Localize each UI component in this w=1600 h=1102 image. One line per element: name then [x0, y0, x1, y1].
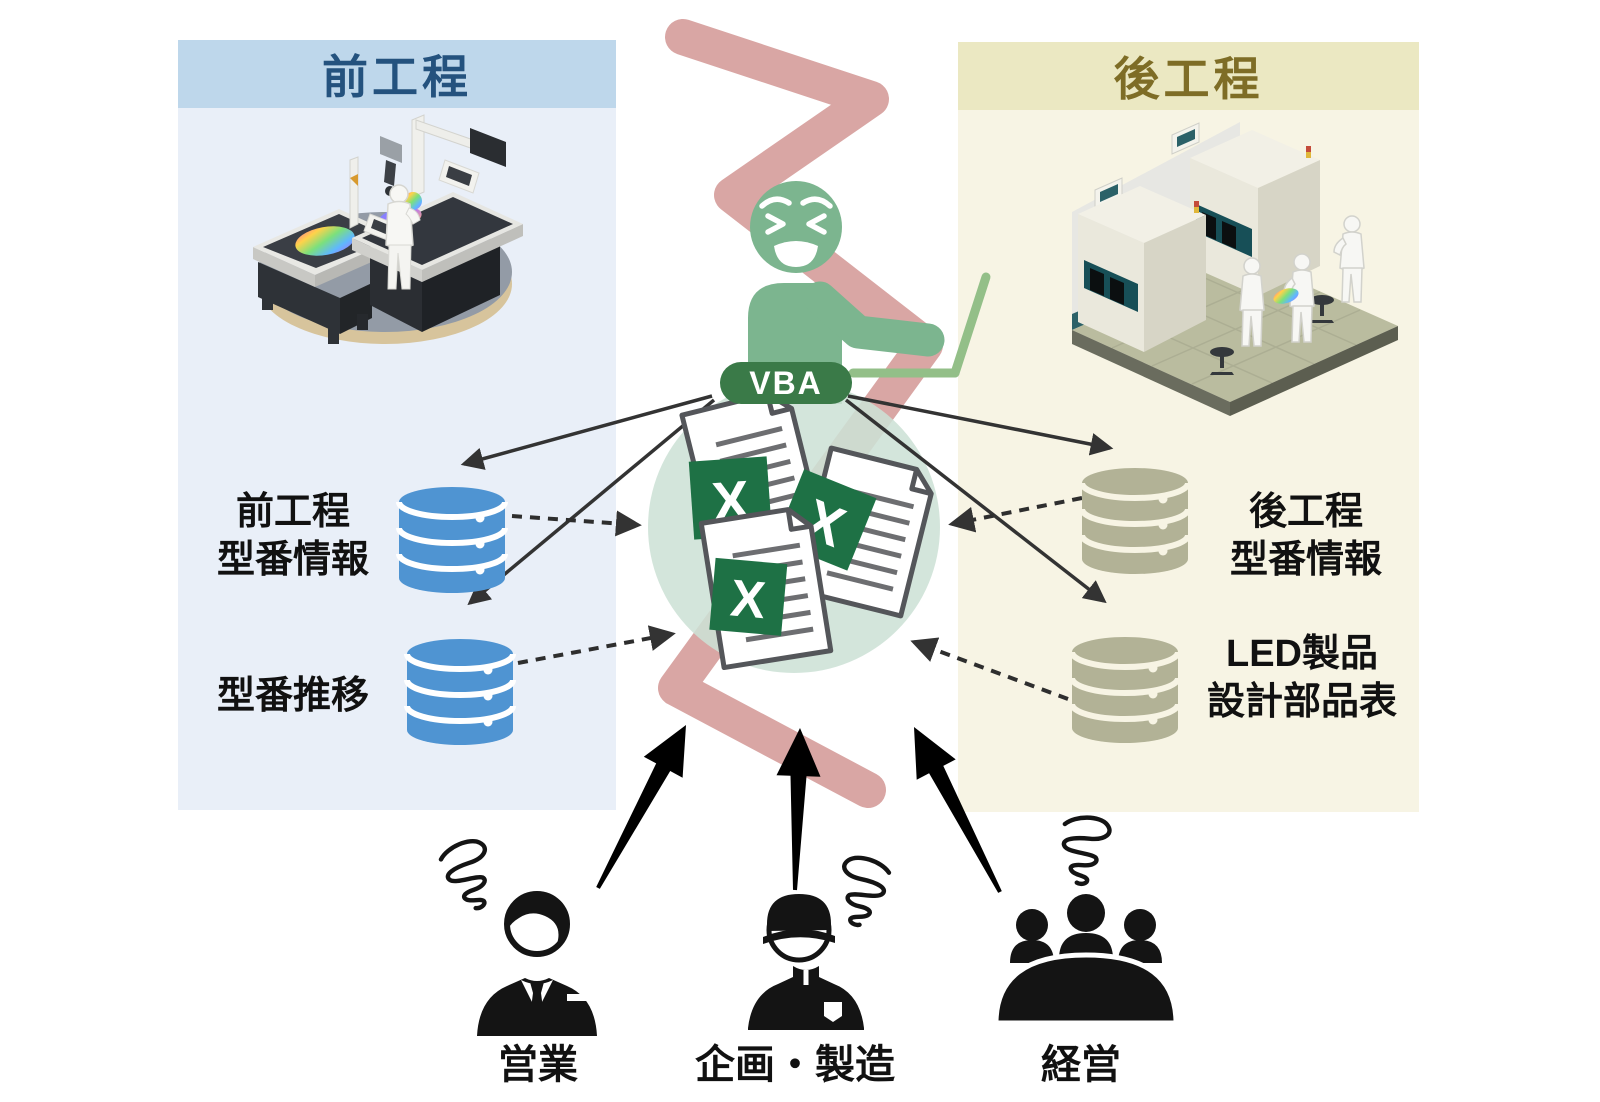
- excel-x-glyph: X: [795, 486, 853, 558]
- excel-x-glyph: X: [728, 569, 768, 630]
- back-process-header: 後工程: [958, 42, 1419, 110]
- db-led-bom-label: LED製品 設計部品表: [1206, 633, 1397, 723]
- sales-label: 営業: [498, 1043, 578, 1087]
- excel-doc-icon: X: [774, 445, 934, 619]
- sales-person-icon: [438, 837, 597, 1036]
- excel-pile-circle: [648, 381, 940, 673]
- front-process-title: 前工程: [322, 51, 472, 103]
- db-front-model-info-label: 前工程 型番情報: [216, 491, 369, 581]
- actor-request-arrows: [596, 725, 1002, 893]
- back-process-title: 後工程: [1113, 53, 1264, 105]
- vba-badge-label: VBA: [749, 365, 823, 401]
- factory-worker-icon: [748, 855, 891, 1030]
- excel-doc-icon: X: [698, 507, 834, 671]
- excel-doc-icon: X: [679, 391, 825, 560]
- management-label: 経営: [1041, 1043, 1121, 1087]
- zigzag-break-line: [658, 19, 943, 808]
- db-model-transition-label: 型番推移: [216, 675, 369, 717]
- front-process-header: 前工程: [178, 40, 616, 108]
- management-meeting-icon: [993, 815, 1179, 1026]
- planning-label: 企画・製造: [695, 1043, 895, 1087]
- db-back-model-info-label: 後工程 型番情報: [1229, 491, 1382, 581]
- excel-x-glyph: X: [710, 468, 752, 533]
